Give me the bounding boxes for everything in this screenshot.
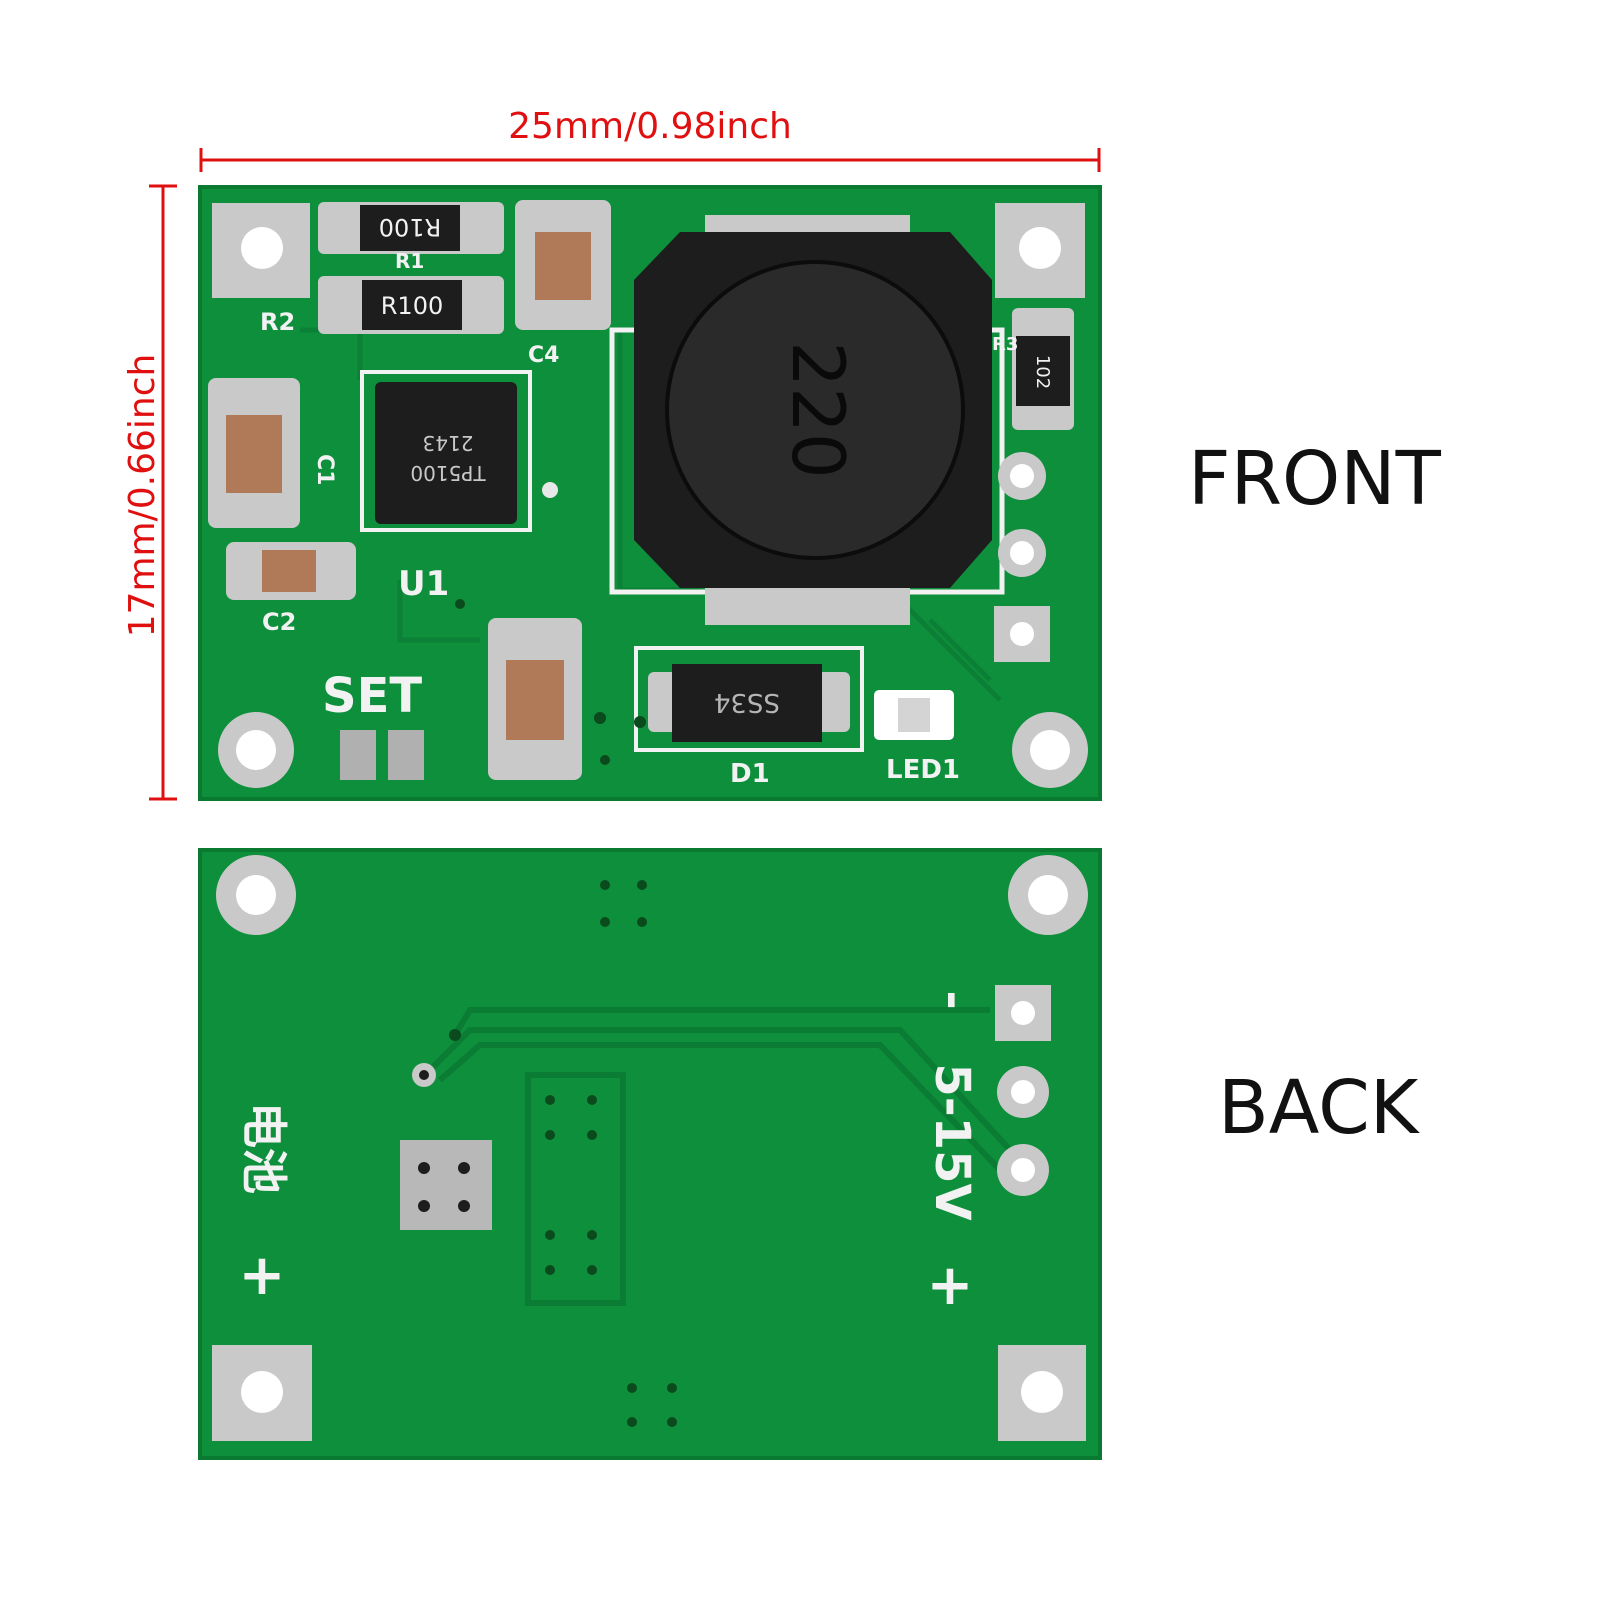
- svg-text:R100: R100: [379, 213, 441, 241]
- front-mounting-holes: [212, 203, 1088, 788]
- back-mounting-holes: [212, 855, 1088, 1441]
- chip-u1: TP5100 2143: [360, 370, 532, 532]
- capacitor-c2: [226, 542, 356, 600]
- silk-u1: U1: [398, 564, 449, 604]
- back-pins: [995, 985, 1051, 1196]
- front-view-label: FRONT: [1188, 436, 1441, 522]
- silk-d1: D1: [730, 759, 770, 789]
- silk-r2: R2: [260, 308, 295, 336]
- back-view-label: BACK: [1218, 1065, 1419, 1151]
- front-pins: [994, 452, 1050, 662]
- resistor-r3: 102: [1012, 308, 1074, 430]
- silk-c1: C1: [312, 454, 337, 485]
- back-voltage-label: 5-15V: [924, 1063, 980, 1220]
- back-battery-label: 电池: [237, 1102, 291, 1194]
- silk-set: SET: [322, 668, 422, 724]
- set-pads: [340, 730, 424, 780]
- capacitor-c1: [208, 378, 300, 528]
- capacitor-c4: [515, 200, 611, 330]
- back-plus-right: +: [927, 1253, 974, 1318]
- resistor-r1: R100: [318, 202, 504, 254]
- silk-c4: C4: [528, 343, 559, 368]
- width-dimension-label: 25mm/0.98inch: [508, 106, 792, 147]
- svg-text:220: 220: [776, 341, 860, 478]
- height-dimension: 17mm/0.66inch: [105, 184, 177, 801]
- diode-d1: SS34: [634, 646, 864, 752]
- width-dimension-line: [199, 148, 1101, 172]
- svg-text:2143: 2143: [423, 431, 474, 455]
- resistor-r2: R100: [318, 276, 504, 334]
- thermal-pad: [400, 1140, 492, 1230]
- led1: [874, 690, 954, 740]
- svg-text:TP5100: TP5100: [410, 461, 486, 485]
- width-dimension: 25mm/0.98inch: [199, 106, 1101, 180]
- height-dimension-line: [149, 184, 177, 801]
- capacitor-c3: [488, 618, 582, 780]
- silk-led1: LED1: [886, 755, 960, 785]
- back-plus-left: +: [239, 1243, 286, 1308]
- inductor: 220: [609, 215, 1005, 625]
- svg-text:102: 102: [1032, 355, 1053, 389]
- svg-text:SS34: SS34: [714, 687, 780, 717]
- silk-r1: R1: [395, 249, 424, 273]
- silk-c2: C2: [262, 608, 296, 636]
- back-pcb: [198, 848, 1102, 1460]
- svg-text:R100: R100: [381, 292, 443, 320]
- silk-r3: R3: [992, 334, 1018, 355]
- back-minus-label: -: [927, 990, 981, 1009]
